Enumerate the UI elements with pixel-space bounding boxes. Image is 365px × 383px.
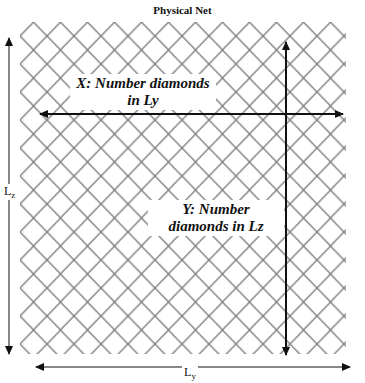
diagram-title: Physical Net xyxy=(0,4,365,16)
callout-label: X: Number diamonds in Ly xyxy=(70,74,216,110)
dimension-label: Ly xyxy=(182,365,198,381)
dimension-label: Lz xyxy=(2,184,17,200)
callout-label: Y: Number diamonds in Lz xyxy=(148,200,284,236)
